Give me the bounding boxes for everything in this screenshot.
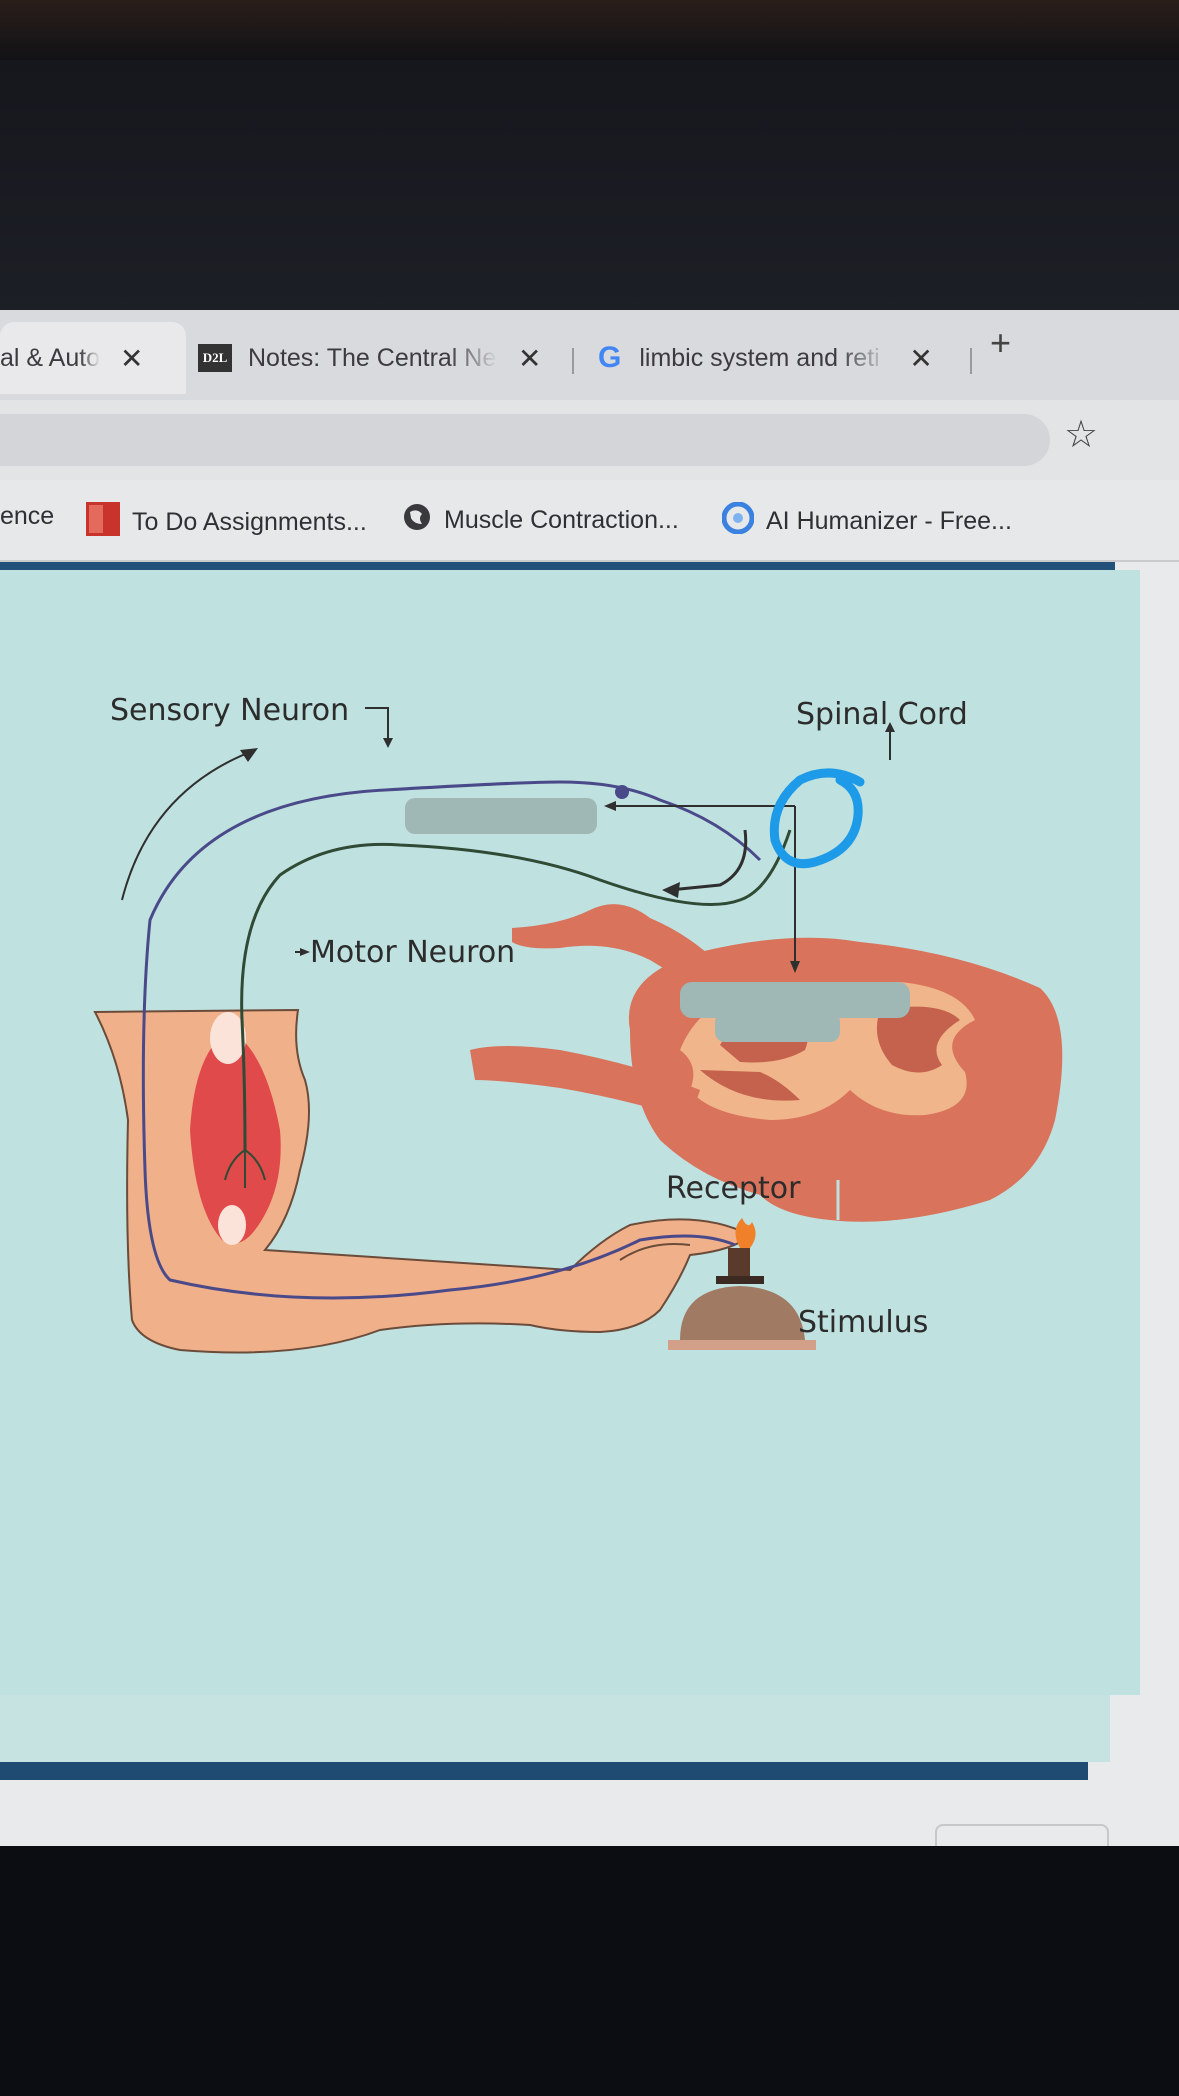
monitor-bezel-bottom: [0, 1846, 1179, 2096]
close-icon[interactable]: ✕: [518, 342, 542, 374]
muscle: [190, 1030, 281, 1244]
ganglion-cell-body: [615, 785, 629, 799]
circle-annotation: [769, 768, 865, 869]
bookmark-item[interactable]: Muscle Contraction...: [402, 502, 679, 539]
address-bar-row: ☆: [0, 400, 1179, 480]
interneuron-path: [669, 829, 748, 892]
redacted-label: [680, 982, 910, 1018]
content-bottom-rule: [0, 1762, 1088, 1780]
tab-notes[interactable]: D2L Notes: The Central Ne ✕: [198, 322, 541, 394]
label-stimulus: Stimulus: [798, 1305, 928, 1340]
google-icon: G: [598, 341, 622, 374]
label-sensory-neuron: Sensory Neuron: [110, 693, 349, 728]
bookmark-label: Muscle Contraction...: [444, 506, 679, 534]
tab-current[interactable]: al & Auto ✕: [0, 322, 186, 394]
tab-title: limbic system and reti: [639, 343, 880, 372]
globe-icon: [402, 502, 432, 539]
mcgraw-hill-icon: [86, 502, 120, 543]
star-icon[interactable]: ☆: [1064, 414, 1099, 456]
label-motor-neuron: Motor Neuron: [310, 935, 515, 970]
burner-plate: [668, 1340, 816, 1350]
content-lower-strip: [0, 1695, 1110, 1762]
burner-base: [680, 1286, 805, 1340]
ventral-root: [470, 1046, 700, 1120]
bookmark-label: To Do Assignments...: [132, 508, 367, 536]
bookmark-label: ence: [0, 502, 55, 530]
reflex-arc-diagram: Sensory Neuron Spinal Cord Motor Neuron …: [0, 570, 1140, 1695]
tab-separator: [970, 348, 972, 374]
sensory-neuron-path: [141, 780, 762, 1300]
page-content: Sensory Neuron Spinal Cord Motor Neuron …: [0, 562, 1179, 1856]
flame-icon: [716, 1218, 764, 1284]
bookmark-item[interactable]: ence: [0, 502, 54, 531]
reflex-arc-illustration: Sensory Neuron Spinal Cord Motor Neuron …: [93, 693, 1063, 1354]
bookmark-item[interactable]: To Do Assignments...: [86, 502, 367, 543]
label-spinal-cord: Spinal Cord: [796, 697, 968, 732]
redacted-label: [715, 1012, 840, 1042]
content-top-rule: [0, 562, 1115, 570]
label-receptor: Receptor: [666, 1171, 801, 1206]
new-tab-button[interactable]: +: [990, 322, 1012, 363]
bookmark-label: AI Humanizer - Free...: [766, 507, 1012, 535]
motor-neuron-path: [240, 829, 792, 1151]
close-icon[interactable]: ✕: [909, 342, 933, 374]
tab-title: al & Auto: [0, 343, 100, 372]
tab-title: Notes: The Central Ne: [248, 343, 497, 372]
address-field[interactable]: [0, 414, 1050, 466]
tab-separator: [572, 348, 574, 374]
close-icon[interactable]: ✕: [120, 342, 144, 374]
bookmarks-bar: ence To Do Assignments... Muscle Contrac…: [0, 480, 1179, 562]
direction-arrow: [121, 749, 256, 901]
tab-limbic[interactable]: G limbic system and reti ✕: [598, 322, 933, 394]
monitor-bezel-top: [0, 0, 1179, 60]
tendon-bottom: [218, 1205, 246, 1245]
tendon-top: [210, 1012, 246, 1064]
pagination-controls[interactable]: [935, 1824, 1109, 1856]
redacted-label: [405, 798, 597, 834]
ai-humanizer-icon: [721, 501, 755, 541]
tab-bar: al & Auto ✕ D2L Notes: The Central Ne ✕ …: [0, 310, 1179, 400]
bookmark-item[interactable]: AI Humanizer - Free...: [721, 501, 1012, 541]
monitor-frame: [0, 60, 1179, 310]
d2l-icon: D2L: [198, 344, 232, 372]
